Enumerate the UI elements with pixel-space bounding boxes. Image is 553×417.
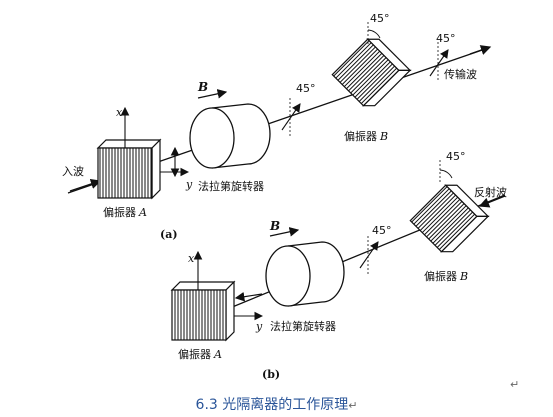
field-b-arrow-b	[269, 227, 300, 237]
pol-arrow-45-1	[281, 103, 301, 131]
polarizer-b-letter-a: B	[379, 130, 388, 143]
axis-y-label-b: y	[255, 320, 263, 333]
caption-text: 6.3 光隔离器的工作原理	[195, 397, 349, 413]
transmitted-wave-label: 传输波	[444, 67, 477, 81]
angle-arc-2	[367, 29, 381, 39]
faraday-rotator-label-b: 法拉第旋转器	[270, 319, 336, 333]
field-b-label-b: B	[269, 219, 280, 233]
faraday-rotator-label-a: 法拉第旋转器	[198, 179, 264, 193]
polarizer-b-box	[331, 38, 412, 107]
figure-caption: 6.3 光隔离器的工作原理↵	[0, 394, 553, 414]
panel-b-label: (b)	[262, 368, 280, 381]
polarizer-a-label: 偏振器	[103, 205, 136, 219]
polarizer-b-label-a: 偏振器	[344, 129, 377, 143]
reflected-arrow	[478, 195, 506, 208]
pol-arrow-45-b1	[359, 241, 379, 269]
angle-2-label-a: 45°	[370, 12, 390, 25]
field-b-arrow-a	[197, 89, 228, 99]
angle-arc-b2	[439, 169, 453, 179]
return-mark: ↵	[510, 378, 520, 391]
incoming-wave-label: 入波	[62, 165, 84, 178]
panel-a-label: (a)	[160, 228, 178, 241]
axis-x-label-a: x	[116, 106, 123, 119]
angle-1-label-a: 45°	[296, 82, 316, 95]
pol-arrow-45-3	[429, 49, 449, 77]
panel-b: x y B 法拉第旋转器 45° 45° 偏振器 A 偏振器 B 反射波 (b)	[170, 150, 507, 381]
faraday-rotator-b	[265, 241, 345, 307]
angle-2-label-b: 45°	[446, 150, 466, 163]
transmitted-arrow	[469, 45, 492, 55]
polarizer-a-letter-b: A	[213, 348, 222, 361]
axis-y-label-a: y	[185, 178, 193, 191]
angle-3-label-a: 45°	[436, 32, 456, 45]
incoming-arrow	[69, 178, 102, 192]
polarizer-a-label-b: 偏振器	[178, 347, 211, 361]
polarizer-b-box-b	[409, 184, 490, 253]
panel-a: 入波 偏振器 A x y B 法拉第旋转器 45° 45° 45° 偏振器 B …	[62, 12, 492, 241]
blocked-arrow	[234, 291, 263, 302]
reflected-wave-label: 反射波	[474, 185, 507, 199]
polarizer-a-box	[96, 138, 162, 200]
polarizer-b-letter-b: B	[459, 270, 468, 283]
axis-x-label-b: x	[188, 252, 195, 265]
polarizer-a-box-b	[170, 280, 236, 342]
faraday-rotator-a	[189, 103, 271, 169]
polarizer-a-letter: A	[138, 206, 147, 219]
field-b-label-a: B	[197, 80, 208, 94]
caption-return-mark: ↵	[348, 399, 358, 412]
angle-1-label-b: 45°	[372, 224, 392, 237]
polarizer-b-label-b: 偏振器	[424, 269, 457, 283]
